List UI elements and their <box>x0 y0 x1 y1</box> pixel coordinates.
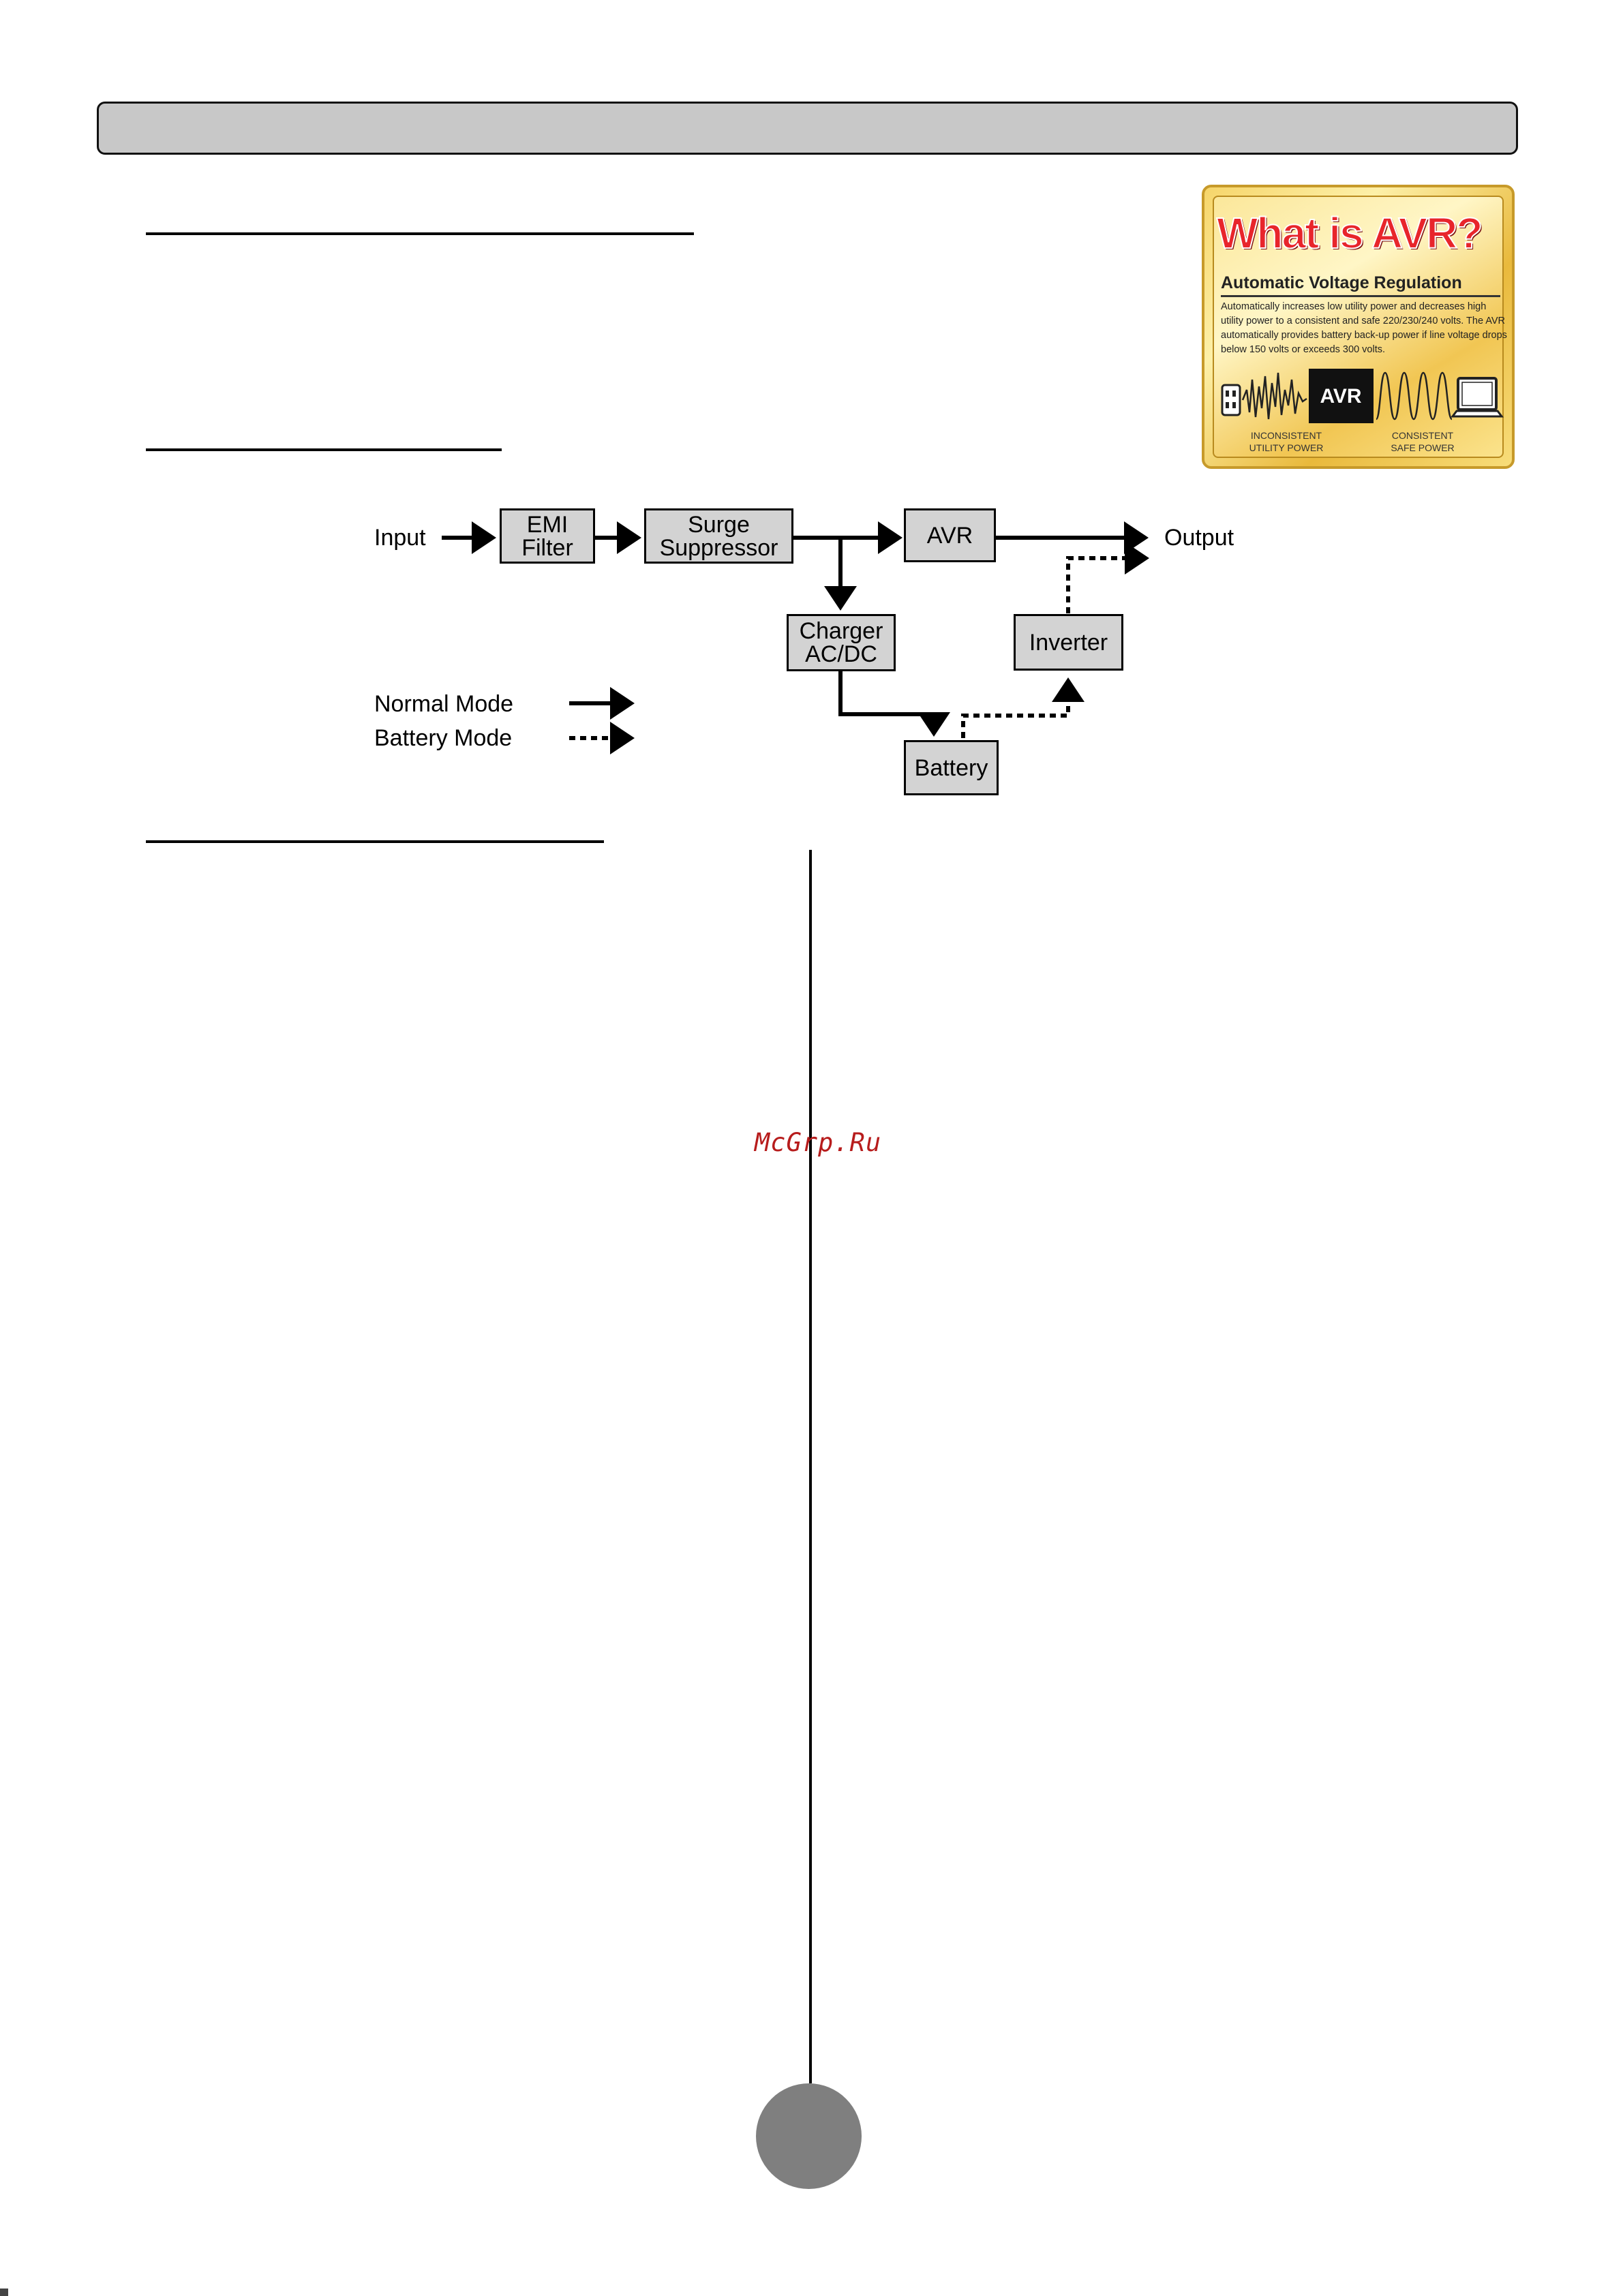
avr-badge-title: What is AVR? <box>1216 208 1483 258</box>
legend-battery-mode-label: Battery Mode <box>374 725 513 751</box>
corner-mark <box>0 2289 8 2296</box>
avr-badge-description: Automatically increases low utility powe… <box>1221 301 1507 355</box>
header-bar <box>97 102 1518 155</box>
avr-chip-label: AVR <box>1320 385 1361 408</box>
arrow-charger-to-battery <box>838 671 950 737</box>
column-divider <box>809 850 812 2083</box>
noisy-wave-icon <box>1241 372 1307 420</box>
avr-block: AVR <box>904 508 996 562</box>
battery-block: Battery <box>904 740 999 795</box>
clean-wave-icon <box>1375 371 1453 420</box>
legend-normal-mode-label: Normal Mode <box>374 691 514 717</box>
avr-waveform-graphic: AVR <box>1221 369 1504 423</box>
emi-filter-block: EMI Filter <box>500 508 595 564</box>
diagram-output-label: Output <box>1164 525 1234 551</box>
avr-caption-consistent: CONSISTENT SAFE POWER <box>1391 430 1455 453</box>
avr-caption-inconsistent: INCONSISTENT UTILITY POWER <box>1249 430 1324 453</box>
avr-badge: What is AVR? Automatic Voltage Regulatio… <box>1202 185 1515 469</box>
outlet-icon <box>1221 384 1241 416</box>
section-heading-rule-2 <box>146 448 502 451</box>
page-number-circle <box>756 2083 862 2189</box>
dashed-arrow-battery-to-inverter <box>961 677 1084 738</box>
diagram-input-label: Input <box>374 525 426 551</box>
section-heading-rule-1 <box>146 232 694 235</box>
charger-block: Charger AC/DC <box>787 614 896 671</box>
dashed-arrow-inverter-to-output <box>1066 542 1149 613</box>
avr-badge-rule <box>1221 295 1500 297</box>
block-diagram-connectors <box>442 521 1149 754</box>
watermark: McGrp.Ru <box>754 1128 882 1157</box>
computer-icon <box>1451 377 1504 418</box>
surge-suppressor-block: Surge Suppressor <box>644 508 793 564</box>
avr-chip <box>1309 369 1374 423</box>
avr-badge-subtitle: Automatic Voltage Regulation <box>1221 273 1462 292</box>
inverter-block: Inverter <box>1014 614 1123 671</box>
section-heading-rule-3 <box>146 840 604 843</box>
